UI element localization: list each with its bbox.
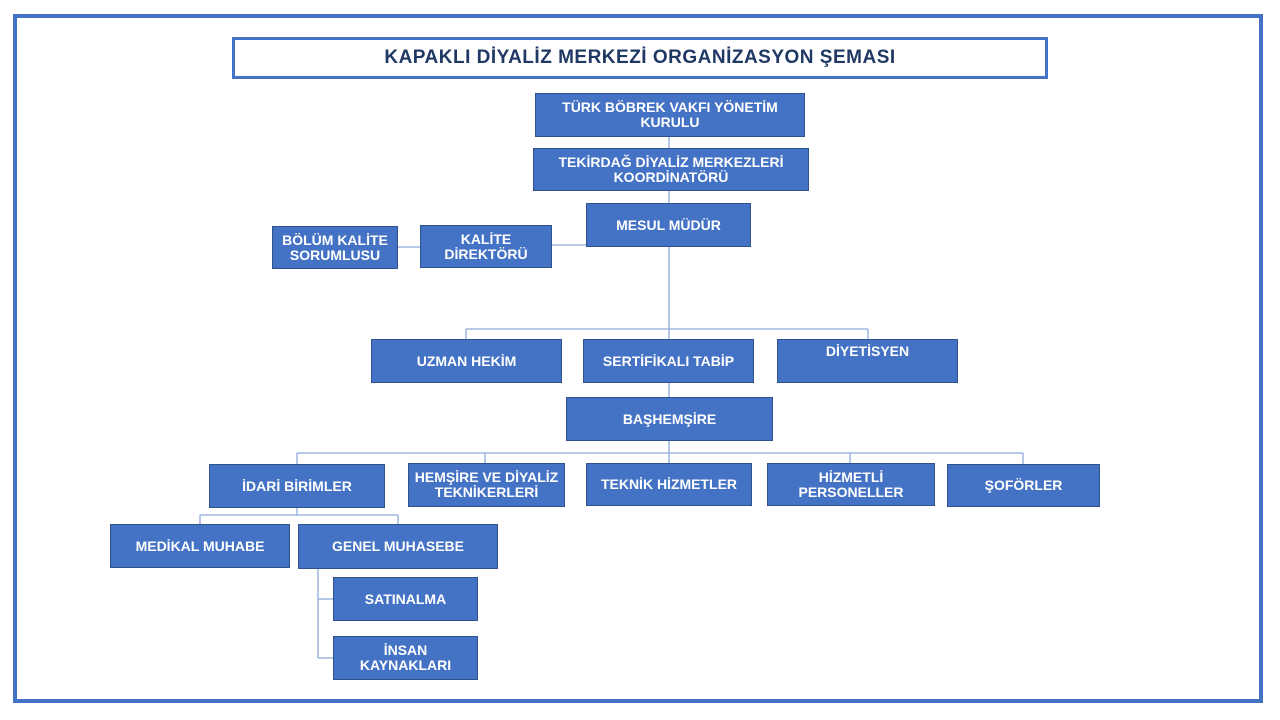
node-label: GENEL MUHASEBE <box>332 538 464 554</box>
node-label: SATINALMA <box>364 590 447 607</box>
node-soforler: ŞOFÖRLER <box>947 464 1100 507</box>
node-hemsire-diyaliz-teknikerleri: HEMŞİRE VE DİYALİZ TEKNİKERLERİ <box>408 463 565 507</box>
node-label: İNSAN KAYNAKLARI <box>359 642 452 673</box>
node-label: MESUL MÜDÜR <box>616 216 721 233</box>
node-kalite-direktoru: KALİTE DİREKTÖRÜ <box>420 225 552 268</box>
node-uzman-hekim: UZMAN HEKİM <box>371 339 562 383</box>
chart-title-text: KAPAKLI DİYALİZ MERKEZİ ORGANİZASYON ŞEM… <box>384 47 896 68</box>
node-teknik-hizmetler: TEKNİK HİZMETLER <box>586 463 752 506</box>
node-label: SERTİFİKALI TABİP <box>602 352 735 369</box>
node-satinalma: SATINALMA <box>333 577 478 621</box>
node-label: DİYETİSYEN <box>825 343 910 359</box>
node-label: HEMŞİRE VE DİYALİZ TEKNİKERLERİ <box>414 469 559 500</box>
node-insan-kaynaklari: İNSAN KAYNAKLARI <box>333 636 478 680</box>
node-label: UZMAN HEKİM <box>416 352 517 369</box>
node-mesul-mudur: MESUL MÜDÜR <box>586 203 751 247</box>
node-idari-birimler: İDARİ BİRİMLER <box>209 464 385 508</box>
node-label: BAŞHEMŞİRE <box>622 410 717 427</box>
node-turk-bobrek-vakfi: TÜRK BÖBREK VAKFI YÖNETİM KURULU <box>535 93 805 137</box>
node-label: HİZMETLİ PERSONELLER <box>798 468 904 500</box>
node-label: ŞOFÖRLER <box>984 477 1063 493</box>
node-label: TEKİRDAĞ DİYALİZ MERKEZLERİ KOORDİNATÖRÜ <box>558 153 784 185</box>
node-bolum-kalite-sorumlusu: BÖLÜM KALİTE SORUMLUSU <box>272 226 398 269</box>
chart-title: KAPAKLI DİYALİZ MERKEZİ ORGANİZASYON ŞEM… <box>232 37 1048 79</box>
node-label: KALİTE DİREKTÖRÜ <box>444 230 528 262</box>
node-medikal-muhabe: MEDİKAL MUHABE <box>110 524 290 568</box>
node-hizmetli-personeller: HİZMETLİ PERSONELLER <box>767 463 935 506</box>
node-diyetisyen: DİYETİSYEN <box>777 339 958 383</box>
slide-frame <box>13 14 1263 703</box>
node-tekirdag-koordinator: TEKİRDAĞ DİYALİZ MERKEZLERİ KOORDİNATÖRÜ <box>533 148 809 191</box>
node-bashemsire: BAŞHEMŞİRE <box>566 397 773 441</box>
node-label: MEDİKAL MUHABE <box>135 537 265 554</box>
node-label: TEKNİK HİZMETLER <box>600 476 738 492</box>
node-label: TÜRK BÖBREK VAKFI YÖNETİM KURULU <box>562 99 778 130</box>
node-genel-muhasebe: GENEL MUHASEBE <box>298 524 498 569</box>
node-label: İDARİ BİRİMLER <box>242 477 352 494</box>
node-label: BÖLÜM KALİTE SORUMLUSU <box>282 231 388 263</box>
node-sertifikali-tabip: SERTİFİKALI TABİP <box>583 339 754 383</box>
